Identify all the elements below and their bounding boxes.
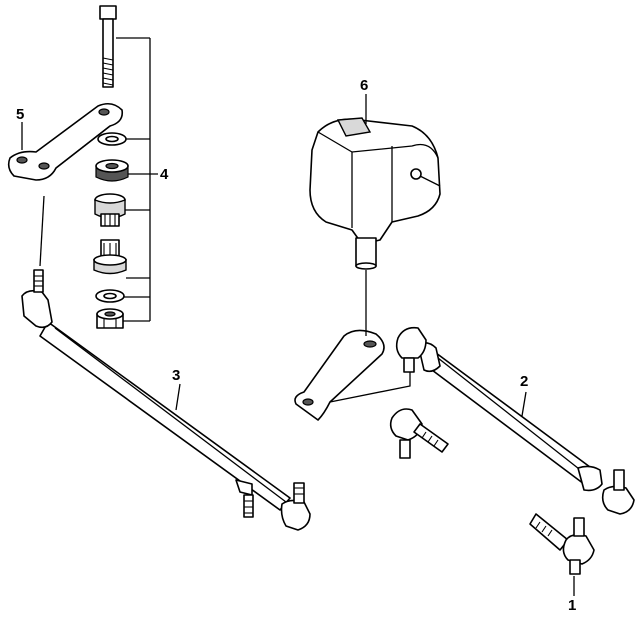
bolt-icon xyxy=(99,5,117,88)
callout-5: 5 xyxy=(16,106,24,123)
washer-icon xyxy=(97,132,127,146)
callout-3: 3 xyxy=(172,367,180,384)
callout-1: 1 xyxy=(568,597,576,614)
stack-bracket xyxy=(116,37,158,322)
tie-rod-end-icon xyxy=(280,482,311,531)
pitman-arm-icon xyxy=(294,270,385,421)
nut-icon xyxy=(96,308,124,329)
bushing-sleeve-icon xyxy=(94,193,126,227)
washer-icon xyxy=(95,289,125,303)
tie-rod-end-icon xyxy=(395,326,427,373)
tie-rod-end-icon xyxy=(389,408,449,459)
steering-gear-box-icon xyxy=(309,117,441,270)
center-link-icon xyxy=(21,269,291,518)
callout-2: 2 xyxy=(520,373,528,390)
tie-rod-end-icon xyxy=(529,513,595,575)
tie-rod-icon xyxy=(417,341,603,492)
idler-shaft-icon xyxy=(93,239,127,275)
tie-rod-end-icon xyxy=(601,469,635,515)
idler-arm-icon xyxy=(7,102,124,181)
bushing-icon xyxy=(95,159,129,182)
callout-4: 4 xyxy=(160,166,169,183)
leader-lines xyxy=(21,94,575,596)
callout-6: 6 xyxy=(360,77,368,94)
